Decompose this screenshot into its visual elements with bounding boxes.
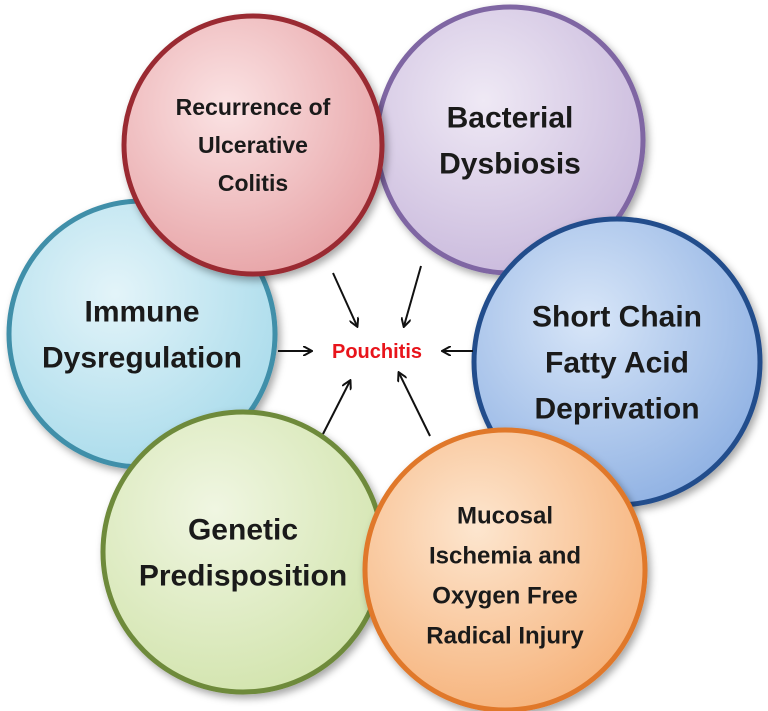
- arrow-from-genetic: [322, 381, 350, 435]
- cause-label-ischemia-line-1: Mucosal: [457, 502, 553, 529]
- arrows: [278, 265, 473, 437]
- center-label-pouchitis: Pouchitis: [332, 341, 422, 363]
- cause-label-immune-line-1: Immune: [84, 296, 199, 329]
- circle-shape-genetic: [100, 409, 386, 695]
- circle-shape-recurrence: [121, 13, 385, 277]
- arrow-from-bacterial: [404, 265, 422, 326]
- cause-label-scfa-line-3: Deprivation: [534, 393, 699, 426]
- cause-label-genetic-line-2: Predisposition: [139, 560, 347, 593]
- cause-label-genetic-line-1: Genetic: [188, 514, 298, 547]
- arrow-from-ischemia: [399, 373, 431, 437]
- cause-label-bacterial-line-1: Bacterial: [447, 102, 574, 135]
- cause-label-ischemia-line-2: Ischemia and: [429, 542, 581, 569]
- circle-shape-ischemia: [362, 427, 648, 711]
- cause-label-immune-line-2: Dysregulation: [42, 342, 242, 375]
- cause-label-scfa-line-2: Fatty Acid: [545, 347, 689, 380]
- cause-label-scfa-line-1: Short Chain: [532, 301, 702, 334]
- cause-label-ischemia-line-4: Radical Injury: [426, 622, 584, 649]
- cause-label-recurrence-line-1: Recurrence of: [176, 94, 331, 120]
- cause-label-bacterial-line-2: Dysbiosis: [439, 148, 581, 181]
- cause-label-recurrence-line-3: Colitis: [218, 170, 288, 196]
- cause-label-recurrence-line-2: Ulcerative: [198, 132, 308, 158]
- arrow-from-recurrence: [332, 272, 357, 326]
- cause-label-ischemia-line-3: Oxygen Free: [432, 582, 577, 609]
